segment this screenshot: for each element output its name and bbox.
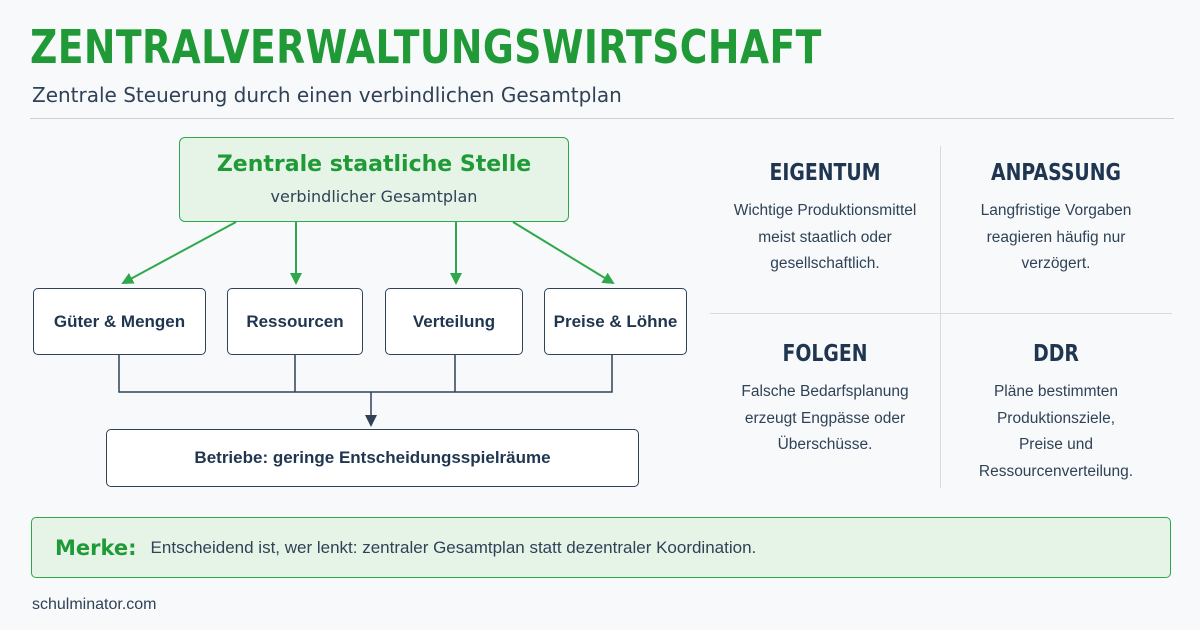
info-text: Wichtige Produktionsmittel meist staatli…: [710, 198, 940, 278]
info-line: verzögert.: [1021, 255, 1091, 272]
info-line: erzeugt Engpässe oder: [744, 409, 906, 427]
arrow-to-gueter: [121, 221, 237, 284]
central-authority-box: Zentrale staatliche Stelle verbindlicher…: [179, 137, 569, 222]
info-heading: FOLGEN: [782, 341, 868, 367]
info-line: reagieren häufig nur: [986, 228, 1126, 246]
info-text: Pläne bestimmten Produktionsziele, Preis…: [941, 379, 1171, 485]
info-line: gesellschaftlich.: [770, 255, 880, 272]
merke-callout: Merke: Entscheidend ist, wer lenkt: zent…: [31, 517, 1171, 578]
info-cell-anpassung: ANPASSUNG Langfristige Vorgaben reagiere…: [941, 160, 1171, 278]
info-heading: DDR: [1033, 341, 1079, 367]
info-text: Langfristige Vorgaben reagieren häufig n…: [941, 198, 1171, 278]
info-text: Falsche Bedarfsplanung erzeugt Engpässe …: [710, 379, 940, 459]
merke-text: Entscheidend ist, wer lenkt: zentraler G…: [150, 537, 757, 557]
info-line: meist staatlich oder: [758, 228, 892, 246]
info-line: Falsche Bedarfsplanung: [741, 383, 909, 400]
footer-source: schulminator.com: [32, 596, 157, 613]
info-heading: EIGENTUM: [769, 160, 881, 186]
page-subtitle: Zentrale Steuerung durch einen verbindli…: [32, 83, 622, 107]
merge-connector: [118, 355, 613, 393]
info-grid: EIGENTUM Wichtige Produktionsmittel meis…: [710, 146, 1172, 488]
info-line: Pläne bestimmten: [993, 383, 1119, 400]
diagram-connectors: [118, 221, 615, 427]
box-verteilung: Verteilung: [385, 288, 523, 355]
page-title: ZENTRALVERWALTUNGSWIRTSCHAFT: [30, 20, 822, 74]
box-ressourcen: Ressourcen: [227, 288, 363, 355]
info-cell-eigentum: EIGENTUM Wichtige Produktionsmittel meis…: [710, 160, 940, 278]
box-betriebe: Betriebe: geringe Entscheidungsspielräum…: [106, 429, 639, 487]
central-authority-title: Zentrale staatliche Stelle: [216, 152, 532, 177]
info-line: Preise und: [1018, 436, 1094, 453]
info-cell-folgen: FOLGEN Falsche Bedarfsplanung erzeugt En…: [710, 341, 940, 459]
box-preise-loehne: Preise & Löhne: [544, 288, 687, 355]
merke-label: Merke:: [55, 535, 137, 560]
arrow-to-preise: [512, 221, 615, 285]
info-line: Überschüsse.: [777, 436, 873, 453]
info-line: Langfristige Vorgaben: [980, 202, 1132, 219]
central-authority-subtitle: verbindlicher Gesamtplan: [270, 187, 478, 206]
grid-divider-vertical: [940, 146, 941, 488]
hierarchy-diagram: Zentrale staatliche Stelle verbindlicher…: [0, 0, 700, 500]
info-line: Wichtige Produktionsmittel: [733, 202, 917, 219]
grid-divider-horizontal: [710, 313, 1172, 314]
info-cell-ddr: DDR Pläne bestimmten Produktionsziele, P…: [941, 341, 1171, 485]
info-heading: ANPASSUNG: [991, 160, 1121, 186]
info-line: Ressourcenverteilung.: [978, 462, 1134, 480]
title-divider: [30, 118, 1174, 119]
box-gueter-mengen: Güter & Mengen: [33, 288, 206, 355]
info-line: Produktionsziele,: [996, 409, 1116, 427]
